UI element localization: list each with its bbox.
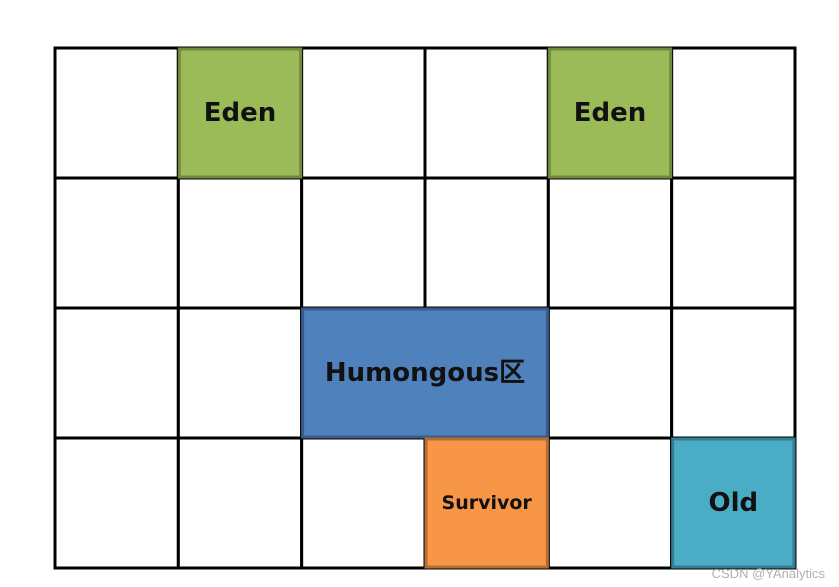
region-label: Humongous区 bbox=[325, 358, 525, 388]
grid-cell bbox=[176, 306, 304, 440]
grid-cell bbox=[300, 176, 427, 310]
region-label: Survivor bbox=[442, 492, 533, 514]
region-box bbox=[671, 437, 796, 569]
grid-cell bbox=[423, 46, 550, 180]
region-eden-2: Eden bbox=[547, 47, 673, 179]
grid-cell bbox=[546, 306, 674, 440]
region-box bbox=[547, 47, 673, 179]
region-humongous: Humongous区 bbox=[301, 307, 549, 439]
grid-cell bbox=[670, 176, 797, 310]
grid-cell bbox=[670, 46, 797, 180]
grid-cell bbox=[423, 176, 550, 310]
region-eden-1: Eden bbox=[177, 47, 303, 179]
grid-cell bbox=[546, 436, 674, 570]
region-box bbox=[177, 47, 303, 179]
region-label: Old bbox=[709, 488, 759, 518]
grid-cell bbox=[53, 436, 180, 570]
grid-cell bbox=[300, 436, 427, 570]
region-box bbox=[424, 437, 549, 569]
region-label: Eden bbox=[574, 98, 647, 128]
region-label: Eden bbox=[204, 98, 277, 128]
watermark-text: CSDN @YAnalytics bbox=[711, 566, 825, 581]
grid-cell bbox=[300, 46, 427, 180]
grid-cell bbox=[53, 306, 180, 440]
region-survivor: Survivor bbox=[424, 437, 549, 569]
region-box bbox=[301, 307, 549, 439]
grid-cell bbox=[53, 46, 180, 180]
grid-cell bbox=[53, 176, 180, 310]
grid-cell bbox=[176, 436, 304, 570]
grid-cell bbox=[546, 176, 674, 310]
grid-cell bbox=[176, 176, 304, 310]
region-old: Old bbox=[671, 437, 796, 569]
grid-cell bbox=[670, 306, 797, 440]
